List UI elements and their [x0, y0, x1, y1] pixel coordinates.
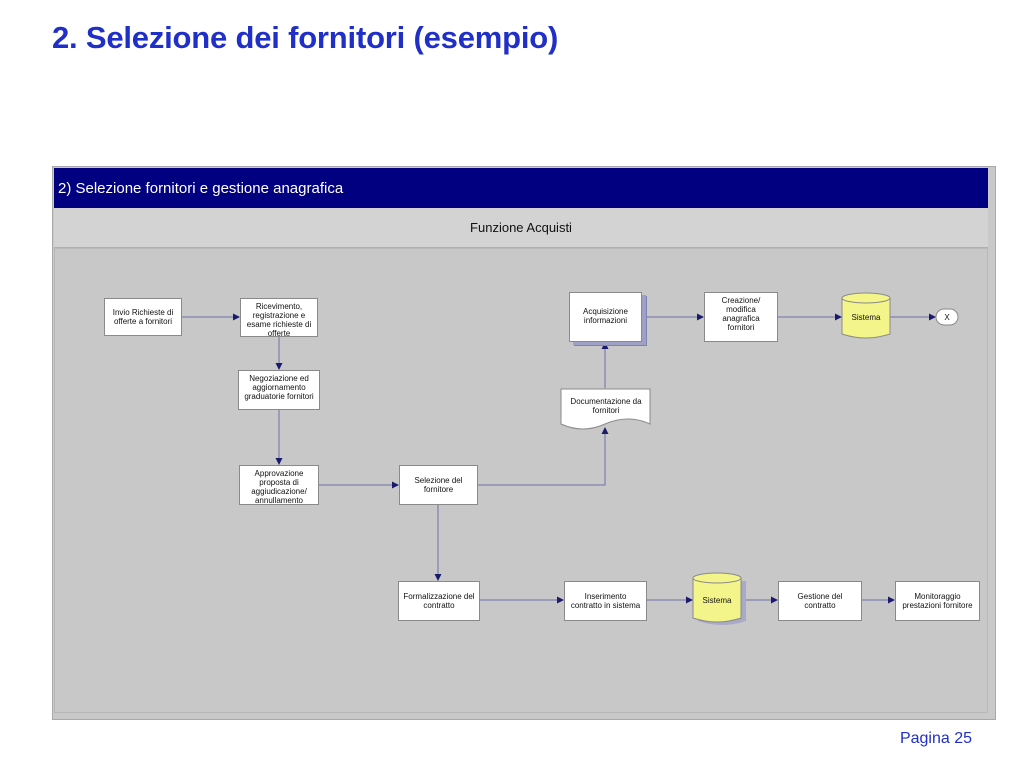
node-selezione: Selezione del fornitore: [399, 465, 478, 505]
node-creazione: Creazione/ modifica anagrafica fornitori: [704, 292, 778, 342]
node-negoziazione: Negoziazione ed aggiornamento graduatori…: [238, 370, 320, 410]
node-gestione: Gestione del contratto: [778, 581, 862, 621]
lane-title: Funzione Acquisti: [54, 208, 988, 248]
node-end: X: [944, 312, 950, 322]
node-approvazione: Approvazione proposta di aggiudicazione/…: [239, 465, 319, 505]
database-shape-1: [841, 292, 891, 339]
swimlane: [54, 248, 988, 713]
node-formalizzazione: Formalizzazione del contratto: [398, 581, 480, 621]
arrow-selezione-documentazione: [478, 427, 609, 486]
node-inserimento: Inserimento contratto in sistema: [564, 581, 647, 621]
page-number: Pagina 25: [899, 730, 972, 747]
node-ricevimento: Ricevimento, registrazione e esame richi…: [240, 298, 318, 338]
document-shape: [560, 388, 651, 430]
node-acquisizione: Acquisizione informazioni: [569, 292, 642, 342]
node-sistema-2: Sistema: [702, 595, 732, 605]
node-invio-richieste: Invio Richieste di offerte a fornitori: [104, 298, 182, 336]
database-shape-2: [692, 572, 746, 625]
diagram-header: 2) Selezione fornitori e gestione anagra…: [54, 168, 988, 208]
node-sistema-1: Sistema: [851, 312, 881, 322]
node-monitoraggio: Monitoraggio prestazioni fornitore: [895, 581, 980, 621]
end-node-shape: [935, 308, 959, 326]
slide-title: 2. Selezione dei fornitori (esempio): [52, 20, 559, 55]
node-documentazione: Documentazione da fornitori: [570, 397, 642, 415]
